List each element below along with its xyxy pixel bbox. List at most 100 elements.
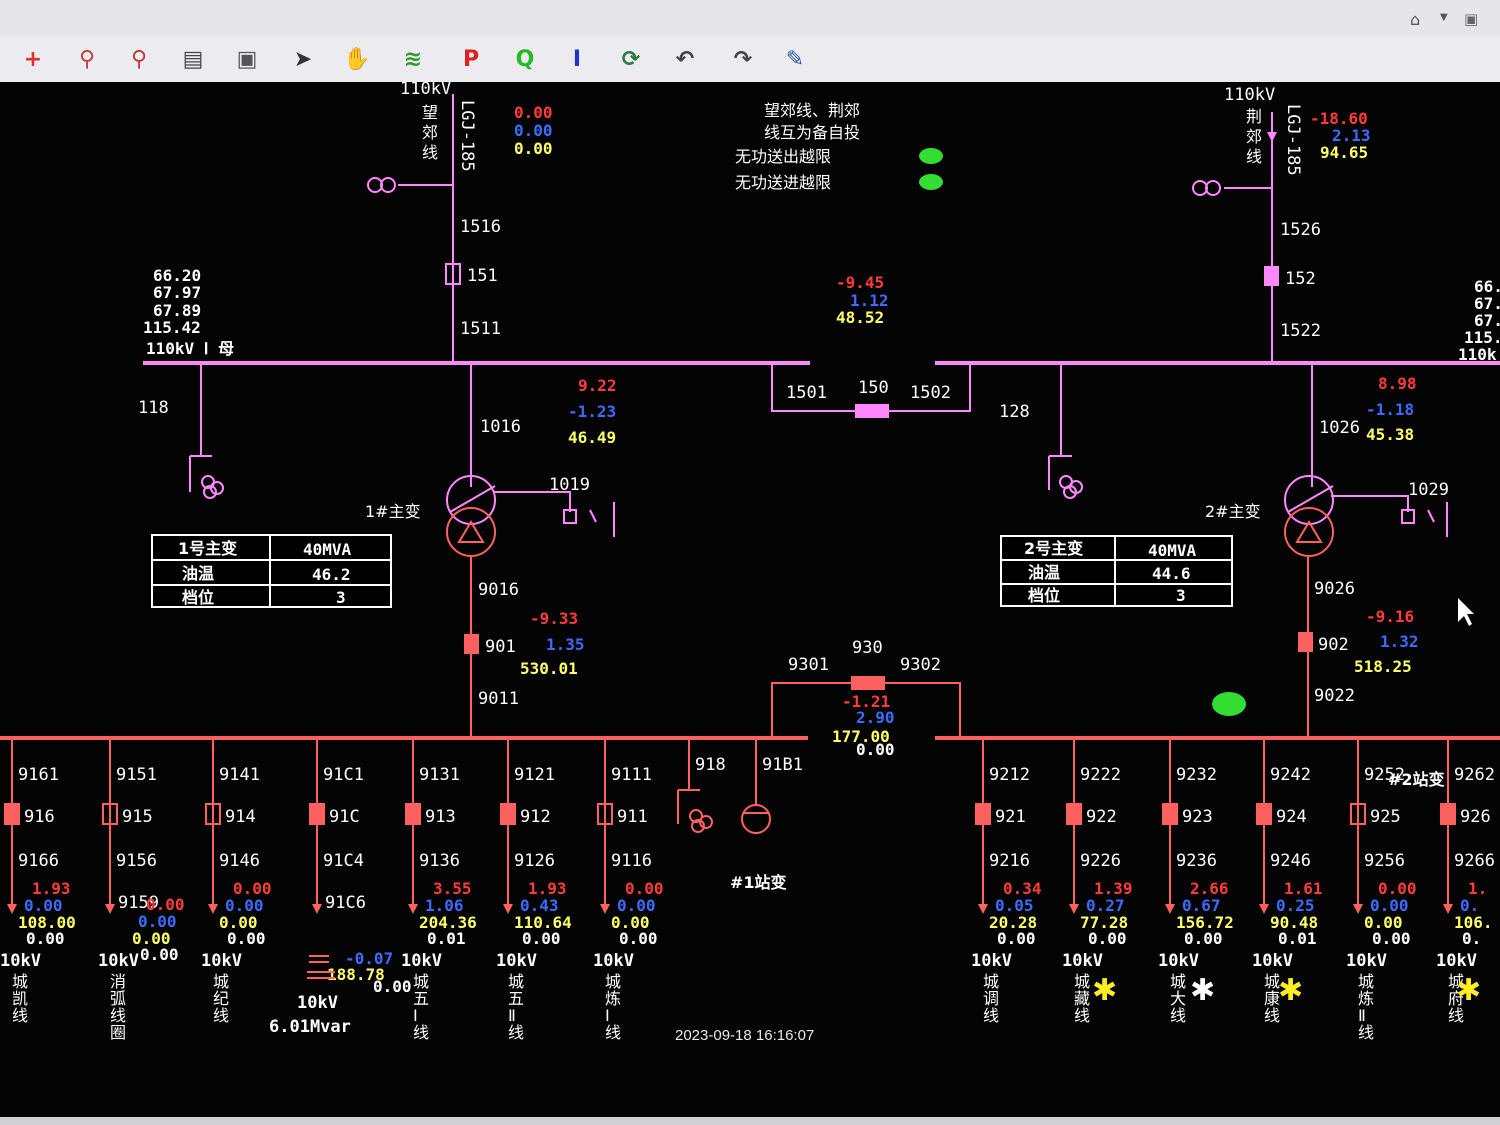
sw-9262[interactable]: 9262: [1454, 765, 1495, 785]
sw-9301[interactable]: 9301: [788, 655, 829, 675]
sw-9016[interactable]: 9016: [478, 580, 519, 600]
sw-1016[interactable]: 1016: [480, 417, 521, 437]
sw-9252[interactable]: 9252: [1364, 765, 1405, 785]
breaker-151-label: 151: [467, 266, 498, 286]
sw-1019[interactable]: 1019: [549, 475, 590, 495]
redo-icon[interactable]: ↷: [733, 46, 753, 72]
pt-118[interactable]: [189, 363, 224, 499]
sw-9266[interactable]: 9266: [1454, 851, 1495, 871]
sw-9302[interactable]: 9302: [900, 655, 941, 675]
dropdown-arrow-icon[interactable]: ▼: [1440, 12, 1448, 23]
p-icon[interactable]: P: [462, 46, 480, 72]
feeder-922-x: 0.00: [1088, 929, 1127, 948]
sw-9111[interactable]: 9111: [611, 765, 652, 785]
lv-bus-tie-930[interactable]: [771, 676, 961, 738]
hand-icon[interactable]: ✋: [343, 46, 371, 72]
zoom-out-icon[interactable]: ⚲: [130, 46, 148, 72]
sw-1502[interactable]: 1502: [910, 383, 951, 403]
window-icon[interactable]: ▤: [182, 46, 204, 72]
sw-1029[interactable]: 1029: [1408, 480, 1449, 500]
lv-tie-q: 2.90: [856, 708, 895, 727]
sw-1526[interactable]: 1526: [1280, 220, 1321, 240]
sw-9141[interactable]: 9141: [219, 765, 260, 785]
layers-icon[interactable]: ≋: [403, 46, 423, 72]
sw-9159[interactable]: 9159: [118, 893, 159, 913]
line-wangjiao[interactable]: 110kV LGJ-185 1516 151 1511: [367, 82, 501, 362]
sw-9232[interactable]: 9232: [1176, 765, 1217, 785]
sw-9166[interactable]: 9166: [18, 851, 59, 871]
sw-91C1[interactable]: 91C1: [323, 765, 364, 785]
sw-9256[interactable]: 9256: [1364, 851, 1405, 871]
feeder-911-p: 0.00: [625, 879, 664, 898]
sw-9146[interactable]: 9146: [219, 851, 260, 871]
breaker-915-label: 915: [122, 807, 153, 827]
sw-91C4[interactable]: 91C4: [323, 851, 364, 871]
sw-9116[interactable]: 9116: [611, 851, 652, 871]
sw-9156[interactable]: 9156: [116, 851, 157, 871]
sw-9151[interactable]: 9151: [116, 765, 157, 785]
transformer-2[interactable]: [1284, 363, 1448, 557]
breaker-902[interactable]: [1298, 632, 1313, 652]
pt-918[interactable]: [677, 738, 713, 833]
sw-9216[interactable]: 9216: [989, 851, 1030, 871]
i-icon[interactable]: I: [572, 46, 582, 72]
sw-1511[interactable]: 1511: [460, 319, 501, 339]
sw-1516[interactable]: 1516: [460, 217, 501, 237]
sw-9022[interactable]: 9022: [1314, 686, 1355, 706]
pointer-icon[interactable]: ➤: [293, 46, 313, 72]
breaker-151[interactable]: [445, 263, 461, 285]
feeder-91C[interactable]: 91C191C91C491C6-0.07188.780.0010kV6.01Mv…: [269, 738, 412, 1037]
station-transformer-1[interactable]: [741, 738, 771, 834]
sw-1501[interactable]: 1501: [786, 383, 827, 403]
refresh-icon[interactable]: ⟳: [621, 46, 641, 72]
line_right-name-3: 线: [1246, 147, 1262, 166]
zoom-in-icon[interactable]: ⚲: [78, 46, 96, 72]
sw-1026[interactable]: 1026: [1319, 418, 1360, 438]
crosshair-icon[interactable]: +: [23, 46, 43, 72]
sw-9131[interactable]: 9131: [419, 765, 460, 785]
sw-9121[interactable]: 9121: [514, 765, 555, 785]
t1-table-oil: 46.2: [312, 565, 351, 584]
line-jingjiao[interactable]: 110kV LGJ-185 1526 152 1522: [1192, 85, 1321, 364]
sw-9011[interactable]: 9011: [478, 689, 519, 709]
home-icon[interactable]: ⌂: [1410, 10, 1421, 29]
undo-icon[interactable]: ↶: [675, 46, 695, 72]
bus-tie-150[interactable]: [771, 363, 971, 418]
breaker-921-label: 921: [995, 807, 1026, 827]
sw-9161[interactable]: 9161: [18, 765, 59, 785]
edit-icon[interactable]: ✎: [785, 46, 805, 72]
sw-9226[interactable]: 9226: [1080, 851, 1121, 871]
sw-9246[interactable]: 9246: [1270, 851, 1311, 871]
pt-128[interactable]: [1048, 363, 1083, 499]
q-icon[interactable]: Q: [515, 46, 535, 72]
breaker-901[interactable]: [464, 634, 479, 654]
sw-9222[interactable]: 9222: [1080, 765, 1121, 785]
sw-9242[interactable]: 9242: [1270, 765, 1311, 785]
sw-9026[interactable]: 9026: [1314, 579, 1355, 599]
sw-91b1[interactable]: 91B1: [762, 755, 803, 775]
transformer-1[interactable]: [446, 363, 615, 557]
sw-9236[interactable]: 9236: [1176, 851, 1217, 871]
feeder-911-name-4: 线: [605, 1023, 621, 1042]
sw-9126[interactable]: 9126: [514, 851, 555, 871]
sw-9212[interactable]: 9212: [989, 765, 1030, 785]
lv-tie-i: 177.00: [832, 727, 890, 746]
screenshot-icon[interactable]: ▣: [236, 46, 258, 72]
sw-9136[interactable]: 9136: [419, 851, 460, 871]
sw-91C6[interactable]: 91C6: [325, 893, 366, 913]
rss-icon[interactable]: ▣: [1464, 10, 1479, 28]
breaker-152[interactable]: [1264, 266, 1279, 286]
sw-1522[interactable]: 1522: [1280, 321, 1321, 341]
